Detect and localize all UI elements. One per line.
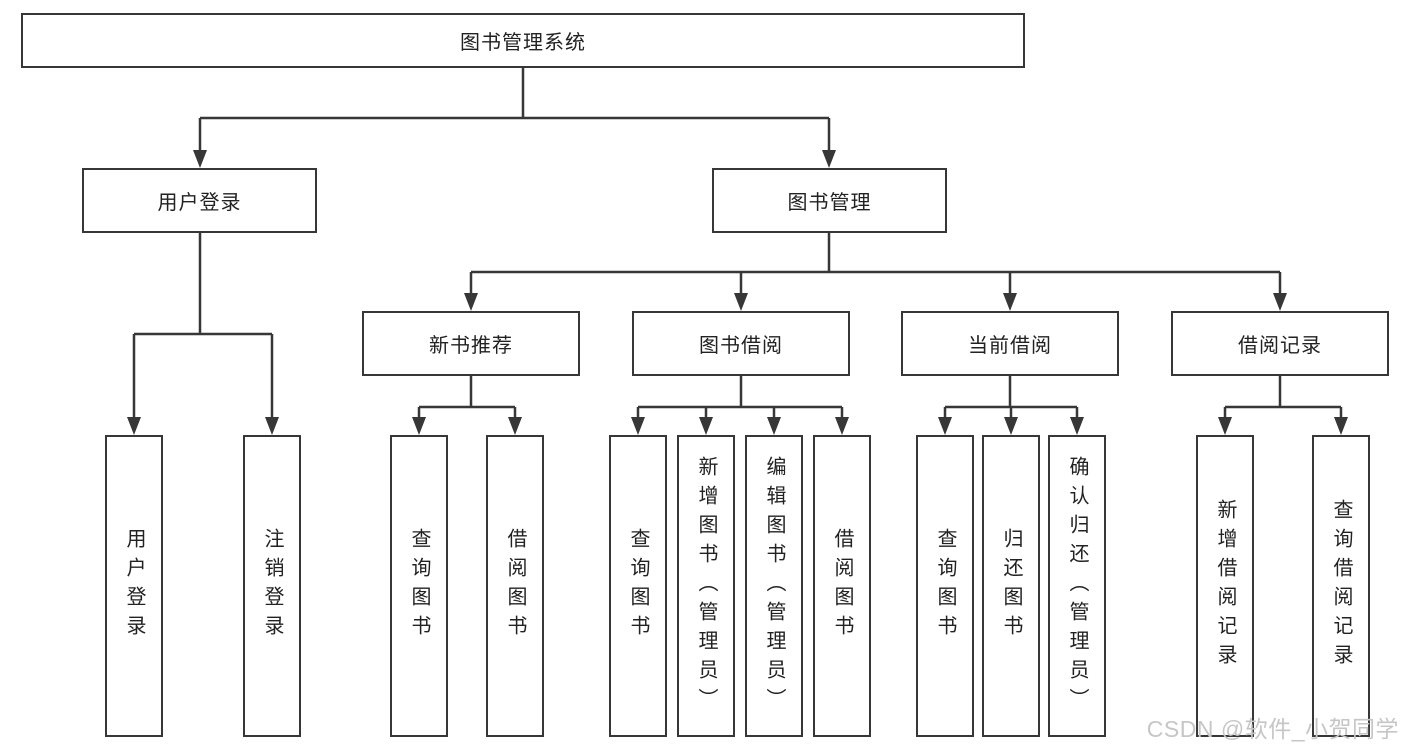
- leaf-records-query-record: 查询借阅记录: [1312, 435, 1370, 737]
- connector-book-management-branch: [469, 233, 1282, 294]
- leaf-recommend-borrow-books: 借阅图书: [486, 435, 544, 737]
- leaf-current-query-books-label: 查询图书: [934, 528, 956, 644]
- leaf-records-add-record-label: 新增借阅记录: [1214, 499, 1236, 673]
- connector-root-to-level2: [198, 68, 831, 151]
- leaf-logout: 注销登录: [243, 435, 301, 737]
- node-new-book-recommend: 新书推荐: [362, 311, 580, 376]
- leaf-user-login-label: 用户登录: [123, 528, 145, 644]
- leaf-current-query-books: 查询图书: [916, 435, 974, 737]
- leaf-current-confirm-return-admin: 确认归还（管理员）: [1048, 435, 1106, 737]
- leaf-borrow-add-books-admin-label: 新增图书（管理员）: [695, 455, 717, 717]
- leaf-user-login: 用户登录: [105, 435, 163, 737]
- leaf-current-return-books-label: 归还图书: [1000, 528, 1022, 644]
- arrowheads-recommend-branch: [412, 417, 522, 435]
- leaf-recommend-query-books: 查询图书: [390, 435, 448, 737]
- leaf-borrow-edit-books-admin: 编辑图书（管理员）: [745, 435, 803, 737]
- leaf-logout-label: 注销登录: [261, 528, 283, 644]
- connector-recommend-branch: [417, 376, 517, 419]
- leaf-current-confirm-return-admin-label: 确认归还（管理员）: [1066, 455, 1088, 717]
- node-book-borrow: 图书借阅: [632, 311, 850, 376]
- watermark-text: CSDN @软件_小贺同学: [1146, 716, 1399, 742]
- node-user-login: 用户登录: [82, 168, 317, 233]
- leaf-borrow-borrow-books: 借阅图书: [813, 435, 871, 737]
- connector-records-branch: [1223, 376, 1343, 419]
- connector-borrow-branch: [636, 376, 844, 419]
- arrowheads-borrow-branch: [631, 417, 849, 435]
- leaf-borrow-query-books: 查询图书: [609, 435, 667, 737]
- leaf-records-add-record: 新增借阅记录: [1196, 435, 1254, 737]
- arrowheads-level3: [464, 293, 1287, 311]
- node-root: 图书管理系统: [21, 13, 1025, 68]
- node-book-management: 图书管理: [712, 168, 947, 233]
- node-current-borrow: 当前借阅: [901, 311, 1119, 376]
- arrowheads-user-login-branch: [127, 417, 279, 435]
- leaf-borrow-edit-books-admin-label: 编辑图书（管理员）: [763, 455, 785, 717]
- leaf-borrow-borrow-books-label: 借阅图书: [831, 528, 853, 644]
- leaf-borrow-add-books-admin: 新增图书（管理员）: [677, 435, 735, 737]
- arrowheads-records-branch: [1218, 417, 1348, 435]
- connector-current-branch: [943, 376, 1079, 419]
- connector-user-login-branch: [132, 233, 274, 418]
- arrowheads-level2: [193, 150, 836, 168]
- arrowheads-current-branch: [938, 417, 1084, 435]
- leaf-records-query-record-label: 查询借阅记录: [1330, 499, 1352, 673]
- leaf-borrow-query-books-label: 查询图书: [627, 528, 649, 644]
- leaf-recommend-borrow-books-label: 借阅图书: [504, 528, 526, 644]
- leaf-current-return-books: 归还图书: [982, 435, 1040, 737]
- leaf-recommend-query-books-label: 查询图书: [408, 528, 430, 644]
- node-borrow-records: 借阅记录: [1171, 311, 1389, 376]
